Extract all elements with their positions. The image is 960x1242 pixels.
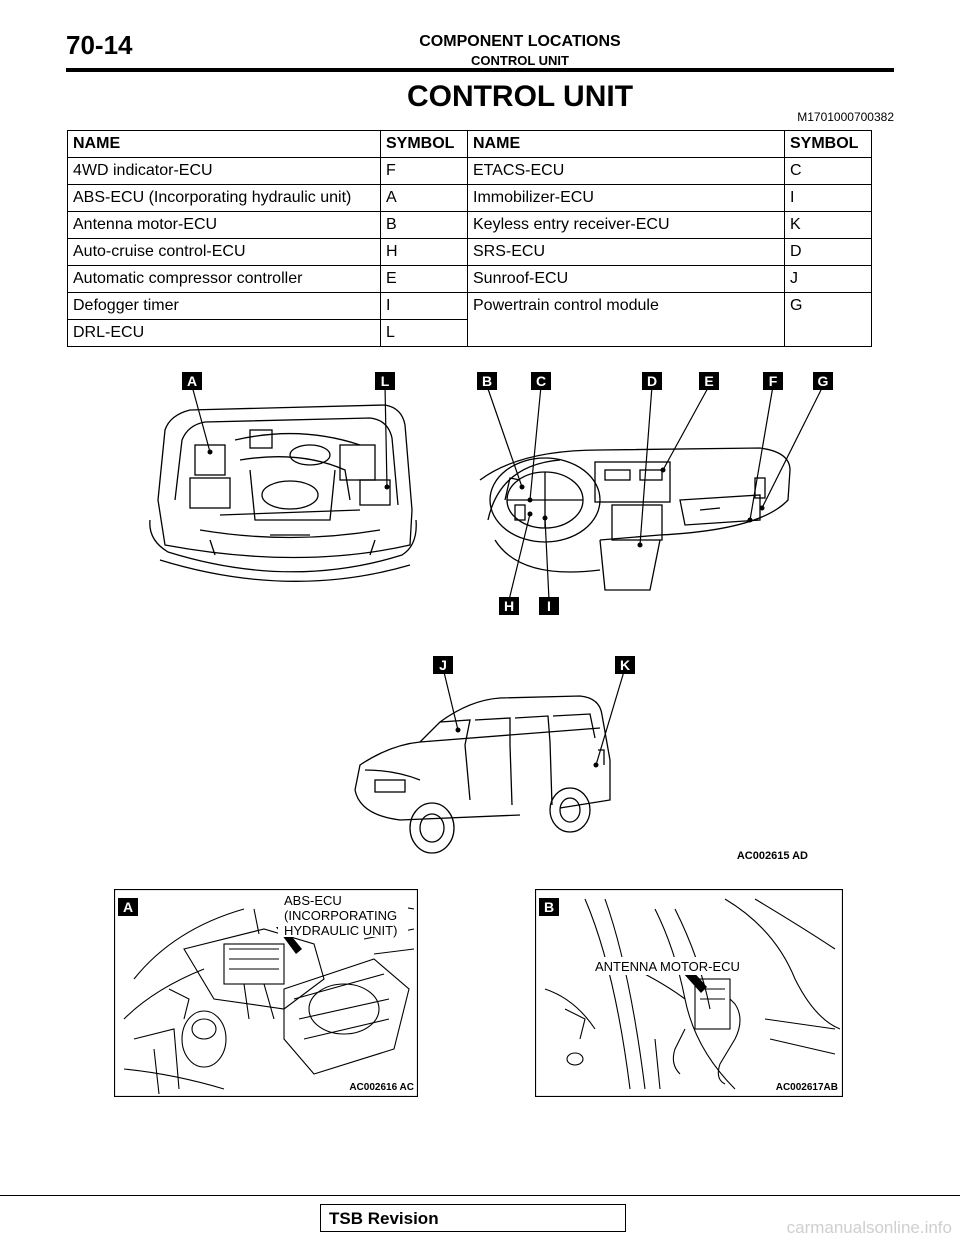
table-row: ABS-ECU (Incorporating hydraulic unit) A… — [67, 184, 872, 212]
figure-b-marker: B — [544, 899, 554, 915]
engine-compartment-drawing — [149, 404, 417, 582]
cell-symbol: G — [784, 292, 872, 347]
cell-name: Sunroof-ECU — [467, 265, 785, 293]
cell-name: ETACS-ECU — [467, 157, 785, 185]
figure-code: AC002615 AD — [737, 850, 808, 862]
watermark: carmanualsonline.info — [786, 1218, 952, 1237]
footer-rule — [0, 1195, 960, 1196]
marker-d-badge — [642, 372, 662, 390]
vehicle-drawing — [354, 695, 611, 854]
marker-l-badge — [375, 372, 395, 390]
marker-a: A — [187, 373, 197, 389]
table-row: Auto-cruise control-ECU H SRS-ECU D — [67, 238, 872, 266]
cell-symbol: I — [784, 184, 872, 212]
marker-c-badge — [531, 372, 551, 390]
cell-name: Immobilizer-ECU — [467, 184, 785, 212]
figure-b-code: AC002617AB — [776, 1082, 838, 1093]
location-dots — [207, 449, 765, 768]
table-row: DRL-ECU L — [67, 319, 872, 347]
cell-symbol: A — [380, 184, 468, 212]
page-number: 70-14 — [66, 30, 133, 60]
cell-symbol: J — [784, 265, 872, 293]
marker-f: F — [769, 373, 778, 389]
header-rule — [66, 68, 894, 72]
table-row: Defogger timer I Powertrain control modu… — [67, 292, 872, 347]
marker-e: E — [704, 373, 713, 389]
tsb-revision-box: TSB Revision — [320, 1204, 626, 1232]
cell-name: ABS-ECU (Incorporating hydraulic unit) — [67, 184, 381, 212]
figure-a-marker-badge — [118, 898, 138, 916]
cell-name: Antenna motor-ECU — [67, 211, 381, 239]
cell-name: Powertrain control module — [467, 292, 785, 347]
figure-b-label-bg — [593, 957, 753, 975]
cell-name: Defogger timer — [67, 292, 381, 320]
header-name-2: NAME — [467, 130, 785, 158]
figure-a-label-bg — [278, 891, 408, 937]
table-row: Automatic compressor controller E Sunroo… — [67, 265, 872, 293]
figure-b-marker-badge — [539, 898, 559, 916]
cell-symbol: H — [380, 238, 468, 266]
detail-figure-b: B ANTENNA MOTOR-ECU AC002617AB — [535, 889, 843, 1097]
cell-name: Automatic compressor controller — [67, 265, 381, 293]
marker-i: I — [547, 598, 551, 614]
abs-ecu-label-line-2: (INCORPORATING — [284, 908, 397, 923]
marker-b: B — [482, 373, 492, 389]
figure-a-marker: A — [123, 899, 133, 915]
marker-j-badge — [433, 656, 453, 674]
antenna-motor-ecu-label: ANTENNA MOTOR-ECU — [595, 959, 740, 974]
sub-title: CONTROL UNIT — [471, 53, 569, 68]
marker-b-badge — [477, 372, 497, 390]
cell-name: SRS-ECU — [467, 238, 785, 266]
cell-symbol: I — [380, 292, 468, 320]
dashboard-drawing — [479, 447, 791, 591]
marker-i-badge — [539, 597, 559, 615]
doc-code: M1701000700382 — [797, 110, 894, 124]
marker-k-badge — [615, 656, 635, 674]
figure-a-code: AC002616 AC — [349, 1082, 414, 1093]
cell-symbol: K — [784, 211, 872, 239]
table-row: Antenna motor-ECU B Keyless entry receiv… — [67, 211, 872, 239]
marker-f-badge — [763, 372, 783, 390]
component-table: NAME SYMBOL NAME SYMBOL 4WD indicator-EC… — [67, 130, 872, 347]
header-symbol-2: SYMBOL — [784, 130, 872, 158]
marker-badges: A L B C D E F G H I J K — [182, 372, 833, 674]
cell-symbol: C — [784, 157, 872, 185]
marker-a-badge — [182, 372, 202, 390]
cell-name: DRL-ECU — [67, 319, 381, 347]
marker-l: L — [381, 373, 390, 389]
marker-h: H — [504, 598, 514, 614]
cell-name: Auto-cruise control-ECU — [67, 238, 381, 266]
marker-j: J — [439, 657, 447, 673]
table-header-row: NAME SYMBOL NAME SYMBOL — [67, 130, 872, 158]
main-title: CONTROL UNIT — [406, 80, 634, 113]
marker-h-badge — [499, 597, 519, 615]
marker-g-badge — [813, 372, 833, 390]
abs-ecu-label-line-1: ABS-ECU — [284, 893, 342, 908]
cell-symbol: D — [784, 238, 872, 266]
cell-name: Keyless entry receiver-ECU — [467, 211, 785, 239]
table-row: 4WD indicator-ECU F ETACS-ECU C — [67, 157, 872, 185]
marker-g: G — [818, 373, 829, 389]
marker-e-badge — [699, 372, 719, 390]
section-title: COMPONENT LOCATIONS — [419, 33, 621, 50]
detail-figure-a: A ABS-ECU (INCORPORATING HYDRAULIC UNIT)… — [114, 889, 418, 1097]
abs-ecu-label-line-3: HYDRAULIC UNIT) — [284, 923, 397, 938]
marker-c: C — [536, 373, 546, 389]
marker-d: D — [647, 373, 657, 389]
leader-lines — [191, 385, 824, 766]
cell-symbol: L — [380, 319, 468, 347]
header-name-1: NAME — [67, 130, 381, 158]
marker-k: K — [620, 657, 630, 673]
header-symbol-1: SYMBOL — [380, 130, 468, 158]
cell-symbol: B — [380, 211, 468, 239]
cell-symbol: F — [380, 157, 468, 185]
cell-name: 4WD indicator-ECU — [67, 157, 381, 185]
component-location-illustration: A L B C D E F G H I J K AC002615 AD — [149, 372, 833, 862]
cell-symbol: E — [380, 265, 468, 293]
